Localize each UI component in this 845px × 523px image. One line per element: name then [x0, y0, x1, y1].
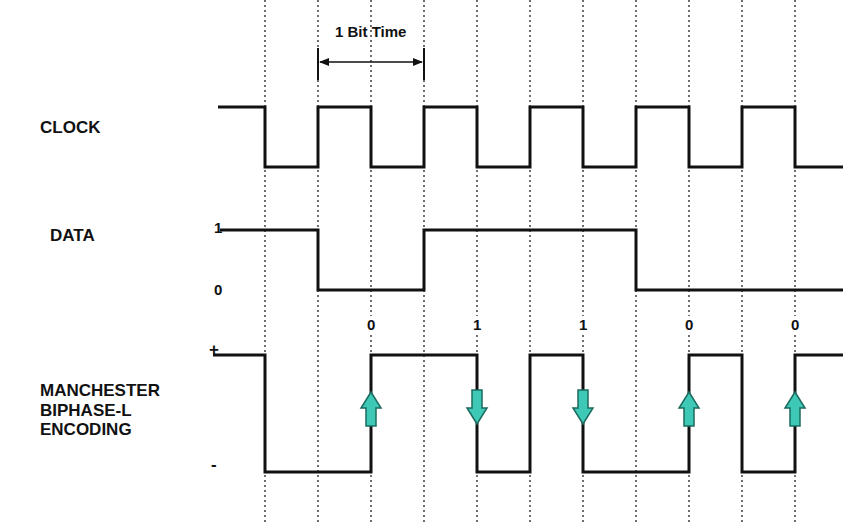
signal-name: MANCHESTER BIPHASE-L ENCODING: [40, 381, 170, 440]
signal-name: CLOCK: [40, 118, 100, 138]
level-label: -: [211, 455, 217, 475]
bit-value: 0: [683, 316, 695, 333]
bit-time-tick: [317, 48, 319, 80]
rise-arrow: [679, 392, 699, 426]
rise-arrow: [785, 392, 805, 426]
bit-time-label: 1 Bit Time: [335, 23, 406, 40]
level-label: 0: [214, 281, 222, 298]
bit-time-arrow: [320, 61, 422, 63]
manchester-wave: [213, 355, 843, 472]
fall-arrow: [467, 390, 487, 424]
signal-name: DATA: [50, 226, 95, 246]
bit-value: 0: [789, 316, 801, 333]
bit-time-tick: [423, 48, 425, 80]
bit-value: 1: [577, 316, 589, 333]
level-label: 1: [214, 219, 222, 236]
bit-value: 0: [365, 316, 377, 333]
level-label: +: [209, 340, 219, 360]
rise-arrow: [361, 392, 381, 426]
data-wave: [220, 230, 843, 290]
bit-value: 1: [471, 316, 483, 333]
transition-arrows: [361, 390, 805, 426]
clock-wave: [218, 107, 843, 167]
fall-arrow: [573, 390, 593, 424]
